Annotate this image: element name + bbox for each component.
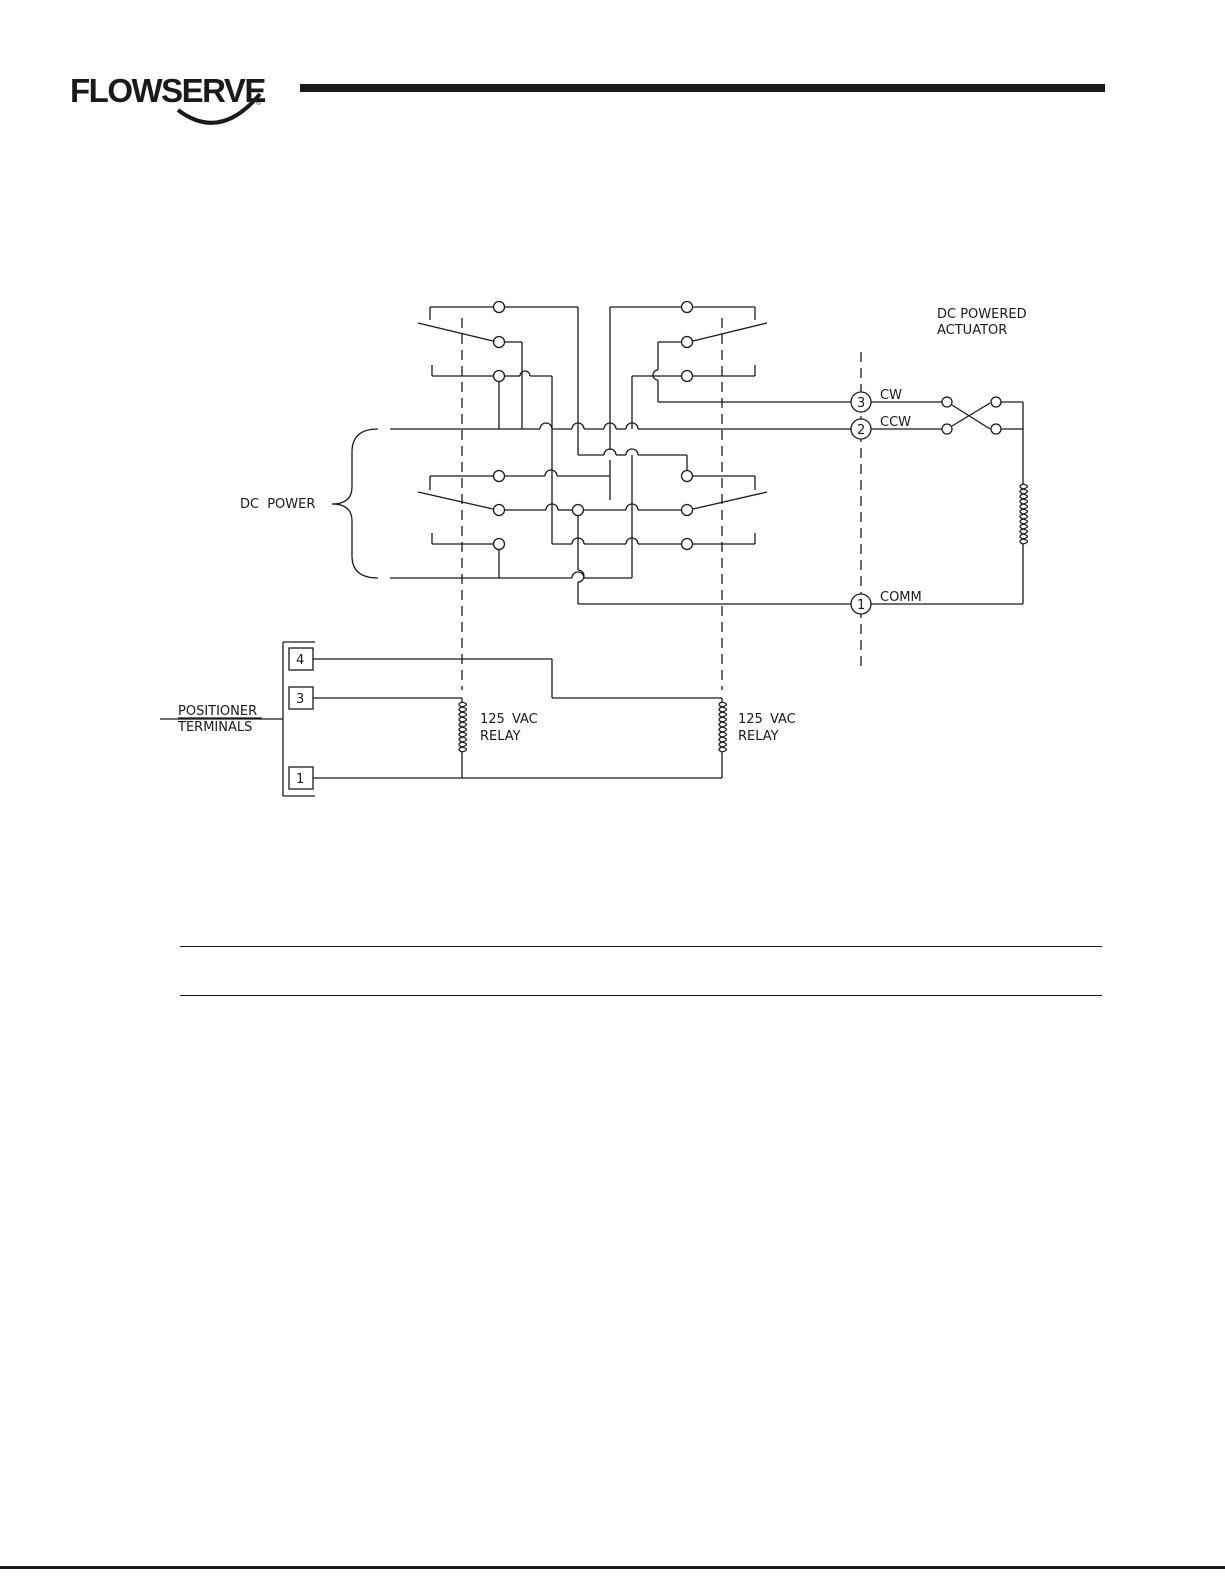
actuator-label-line2: ACTUATOR [937, 323, 1007, 338]
positioner-terminal-3-number: 3 [296, 692, 304, 707]
terminal-3-number: 3 [857, 396, 865, 411]
upper-right-contacts [578, 302, 855, 430]
positioner-terminal-block [160, 642, 722, 796]
terminal-1-number: 1 [857, 598, 865, 613]
dc-power-bottom-bus [390, 572, 855, 604]
ccw-label: CCW [880, 415, 911, 430]
dc-power-label: DC POWER [240, 497, 315, 512]
cw-label: CW [880, 388, 902, 403]
dc-power-brace [332, 429, 378, 578]
right-relay-label-line1: 125 VAC [738, 712, 796, 727]
lower-left-contacts [418, 455, 681, 604]
positioner-label-line1: POSITIONER [178, 704, 257, 719]
page-bottom-rule [0, 1566, 1225, 1569]
caption-rule-bottom [180, 995, 1102, 996]
right-relay-label-line2: RELAY [738, 729, 779, 744]
positioner-terminal-1-number: 1 [296, 772, 304, 787]
caption-rule-top [180, 946, 1102, 947]
left-relay-label-line1: 125 VAC [480, 712, 538, 727]
left-relay-label-line2: RELAY [480, 729, 521, 744]
positioner-terminal-4-number: 4 [296, 653, 304, 668]
terminal-2-number: 2 [857, 423, 865, 438]
lower-right-contacts [682, 471, 768, 550]
actuator-label-line1: DC POWERED [937, 307, 1027, 322]
dc-power-top-bus [390, 423, 855, 429]
comm-label: COMM [880, 590, 922, 605]
positioner-label-line2: TERMINALS [177, 720, 252, 735]
